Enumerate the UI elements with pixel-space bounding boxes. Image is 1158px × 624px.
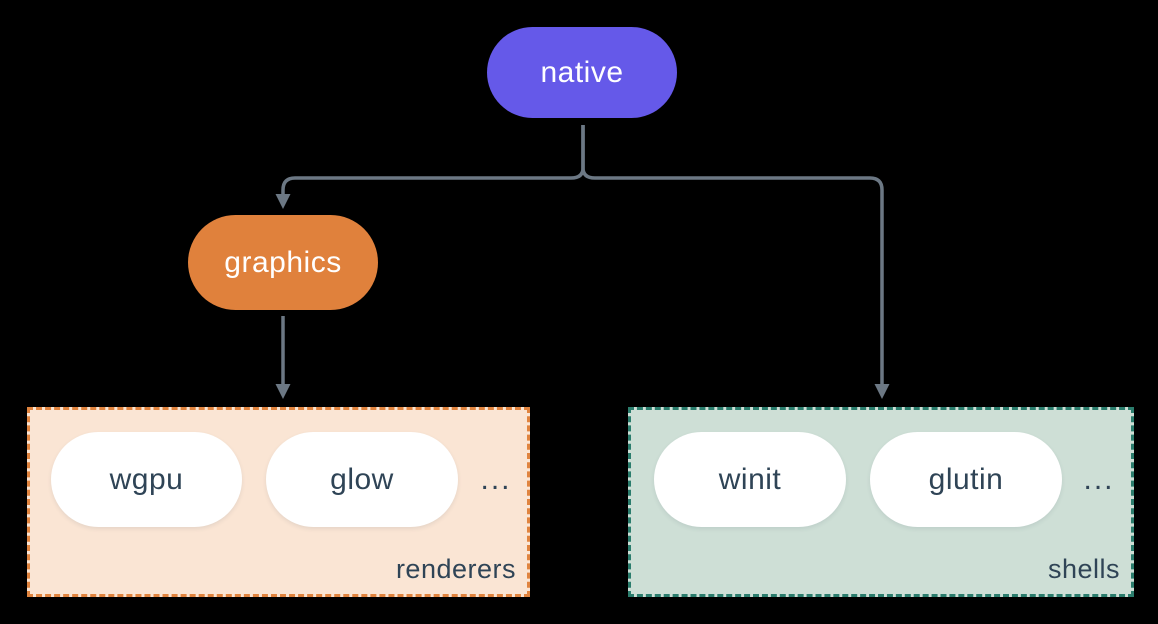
- node-native-label: native: [540, 55, 624, 89]
- shells-ellipsis: ...: [1083, 462, 1115, 496]
- renderers-ellipsis: ...: [480, 462, 512, 496]
- item-glow-label: glow: [330, 462, 394, 496]
- arrowhead-icon: [874, 384, 890, 399]
- edge-native-to-graphics: [281, 125, 585, 196]
- item-glutin: glutin: [870, 432, 1062, 527]
- item-glutin-label: glutin: [928, 462, 1004, 496]
- shells-group-label: shells: [1047, 554, 1120, 584]
- node-native: native: [487, 27, 677, 118]
- item-wgpu-label: wgpu: [109, 462, 184, 496]
- item-glow: glow: [266, 432, 458, 527]
- node-graphics: graphics: [188, 215, 378, 310]
- group-renderers: wgpu glow ... renderers: [27, 407, 530, 597]
- arrowhead-icon: [275, 384, 291, 399]
- item-winit-label: winit: [718, 462, 782, 496]
- group-shells: winit glutin ... shells: [628, 407, 1134, 597]
- edge-native-to-shells: [581, 125, 884, 386]
- item-wgpu: wgpu: [51, 432, 242, 527]
- node-graphics-label: graphics: [224, 245, 342, 279]
- item-winit: winit: [654, 432, 846, 527]
- arrowhead-icon: [275, 194, 291, 209]
- renderers-group-label: renderers: [395, 554, 516, 584]
